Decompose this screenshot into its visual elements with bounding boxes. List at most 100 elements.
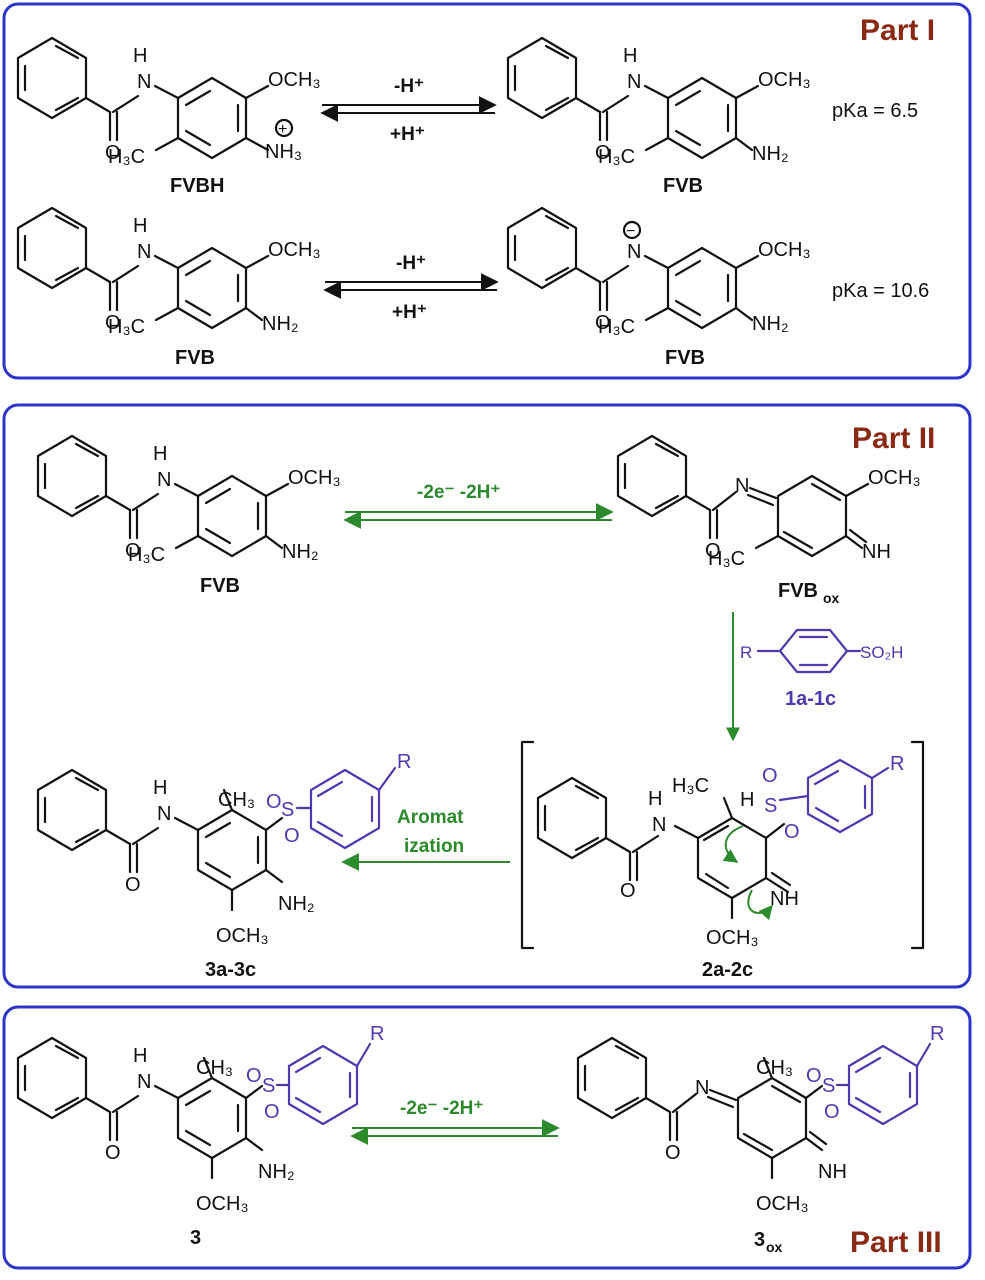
fvb1-nh-H: H [623, 45, 637, 67]
fvb3-O: O [595, 312, 611, 334]
product-structure [36, 768, 284, 912]
fvbox-NH: NH [862, 541, 891, 563]
prod-CH3: CH₃ [218, 789, 255, 811]
c3-O: O [105, 1142, 121, 1164]
fvbox-H3C: H₃C [708, 548, 745, 570]
anion-minus-circle [622, 220, 642, 240]
protonation-label-1: +H⁺ [390, 124, 425, 145]
fvb2-H3C: H₃C [108, 316, 145, 338]
fvb-anion-structure [506, 206, 760, 330]
c3-S-O1: O [246, 1065, 262, 1087]
equilibrium-arrow-2 [323, 273, 499, 299]
pka-first: pKa = 6.5 [832, 100, 918, 122]
curly-arrow-1 [722, 825, 744, 863]
c3-R: R [370, 1023, 384, 1045]
fvb-structure-part2 [36, 434, 290, 558]
fvbh-label: FVBH [170, 175, 224, 197]
prod-nh-N: N [157, 803, 171, 825]
c3ox-O: O [665, 1142, 681, 1164]
fvbh-NH3: NH₃ [265, 141, 302, 163]
int-H: H [740, 789, 754, 811]
compound3ox-sulfonyl-aryl [835, 1042, 932, 1126]
p2-fvb-O: O [125, 540, 141, 562]
fvbh-OCH3: OCH₃ [268, 69, 321, 91]
compound3-label: 3 [190, 1227, 201, 1249]
int-NH: NH [770, 888, 799, 910]
int-CH3: H₃C [672, 775, 709, 797]
c3ox-S-O1: O [806, 1065, 822, 1087]
int-OCH3: OCH₃ [706, 927, 759, 949]
fvb2-label: FVB [175, 347, 215, 369]
fvbox-N: N [735, 475, 749, 497]
c3ox-NH: NH [818, 1161, 847, 1183]
sulfinic-acid-structure [756, 628, 862, 674]
prod-OCH3: OCH₃ [216, 925, 269, 947]
sulfinic-label: 1a-1c [785, 688, 836, 710]
oxidation-label-part3: -2e⁻ -2H⁺ [400, 1098, 483, 1119]
fvb2-OCH3: OCH₃ [268, 239, 321, 261]
int-R: R [890, 753, 904, 775]
p2-fvb-N: N [157, 469, 171, 491]
sulfinic-SO2H: SO₂H [860, 643, 903, 662]
c3-NH2: NH₂ [258, 1161, 295, 1183]
fvb-structure-1 [506, 36, 760, 160]
p2-fvb-H3C: H₃C [128, 544, 165, 566]
p2-fvb-NH2: NH₂ [282, 541, 319, 563]
int-O: O [620, 880, 636, 902]
fvb-structure-2 [16, 206, 270, 330]
intermediate-brackets [520, 740, 925, 950]
intermediate-structure [536, 776, 792, 920]
part1-frame [2, 2, 972, 380]
part3-frame [2, 1005, 972, 1270]
product-label: 3a-3c [205, 959, 256, 981]
c3ox-R: R [930, 1023, 944, 1045]
intermediate-sulfonyl-aryl [778, 758, 890, 834]
compound3ox-label-sub: ox [766, 1239, 783, 1255]
fvbox-structure [616, 434, 870, 558]
sulfinic-R: R [740, 643, 752, 662]
fvbh-structure [16, 36, 270, 160]
curly-arrow-2 [747, 889, 773, 921]
compound3-structure [16, 1036, 264, 1180]
fvbox-OCH3: OCH₃ [868, 467, 921, 489]
int-S: S [764, 795, 777, 817]
c3-CH3: CH₃ [196, 1057, 233, 1079]
fvbox-O: O [705, 540, 721, 562]
c3-S: S [262, 1075, 275, 1097]
prod-nh-H: H [153, 777, 167, 799]
prod-NH2: NH₂ [278, 893, 315, 915]
fvb3-NH2: NH₂ [752, 313, 789, 335]
oxidation-arrow-part2 [343, 503, 614, 529]
compound3-sulfonyl-aryl [275, 1042, 372, 1126]
fvb1-nh-N: N [627, 71, 641, 93]
prod-S-O1: O [266, 791, 282, 813]
fvbox-label: FVB [778, 580, 818, 602]
fvb2-nh-H: H [133, 215, 147, 237]
fvb1-label: FVB [663, 175, 703, 197]
compound3ox-structure [576, 1036, 828, 1180]
fvb3-OCH3: OCH₃ [758, 239, 811, 261]
product-sulfonyl-aryl [295, 766, 397, 850]
fvb3-N: N [627, 241, 641, 263]
int-nh-H: H [648, 788, 662, 810]
prod-S: S [281, 799, 294, 821]
p2-fvb-label: FVB [200, 575, 240, 597]
part2-title: Part II [852, 422, 935, 455]
intermediate-label: 2a-2c [702, 959, 753, 981]
equilibrium-arrow-1 [320, 96, 497, 122]
part3-title: Part III [850, 1226, 942, 1259]
anion-minus: − [626, 223, 635, 240]
fvb3-label: FVB [665, 347, 705, 369]
compound3ox-label: 3 [754, 1229, 765, 1251]
fvbox-label-sub: ox [823, 590, 840, 606]
int-S-O1: O [762, 765, 778, 787]
c3ox-N: N [695, 1077, 709, 1099]
fvb2-nh-N: N [137, 241, 151, 263]
part1-title: Part I [860, 14, 935, 47]
deprotonation-label-2: -H⁺ [396, 253, 426, 274]
deprotonation-label-1: -H⁺ [394, 76, 424, 97]
p2-fvb-OCH3: OCH₃ [288, 467, 341, 489]
c3-nh-N: N [137, 1071, 151, 1093]
protonation-label-2: +H⁺ [392, 302, 427, 323]
